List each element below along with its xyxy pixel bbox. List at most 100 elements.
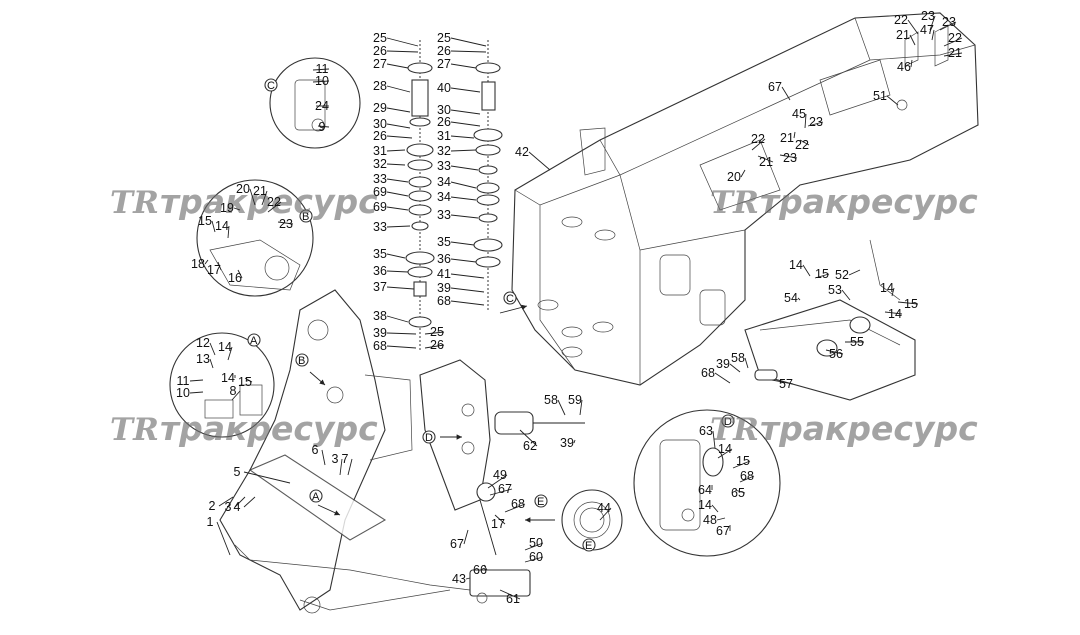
- callout-leader: [217, 261, 222, 271]
- part-number-label: 4: [234, 500, 241, 514]
- part-number-label: 14: [718, 442, 732, 456]
- part-number-label: 10: [315, 74, 329, 88]
- watermark-3: TR тракресурс: [110, 409, 378, 448]
- callout-leader: [943, 37, 963, 47]
- callout-leader: [386, 123, 411, 129]
- callout-leader: [499, 589, 521, 600]
- watermark-text: тракресурс: [760, 409, 978, 448]
- callout-leader: [909, 34, 916, 46]
- callout-leader: [450, 300, 485, 306]
- callout-leader: [450, 273, 485, 279]
- part-number-label: 15: [815, 267, 829, 281]
- part-number-label: 21: [780, 131, 794, 145]
- part-number-label: 39: [716, 357, 730, 371]
- callout-leader: [244, 377, 253, 383]
- callout-leader: [771, 379, 794, 385]
- callout-leader: [739, 475, 755, 483]
- part-number-label: 36: [373, 264, 387, 278]
- callout-leader: [386, 50, 419, 53]
- callout-leader: [211, 220, 216, 233]
- part-number-label: 36: [437, 252, 451, 266]
- callout-leader: [528, 151, 551, 171]
- detail-marker-e-circle: E: [582, 538, 596, 552]
- part-number-label: 50: [529, 536, 543, 550]
- callout-leader: [231, 390, 241, 401]
- part-number-label: 27: [373, 57, 387, 71]
- callout-leader: [386, 286, 415, 290]
- part-number-label: 39: [373, 326, 387, 340]
- callout-leader: [487, 474, 508, 489]
- part-number-label: 34: [437, 190, 451, 204]
- part-number-label: 11: [177, 374, 190, 388]
- part-number-label: 69: [373, 185, 387, 199]
- part-number-label: 26: [437, 115, 451, 129]
- part-number-label: 18: [191, 257, 205, 271]
- part-number-label: 33: [373, 220, 387, 234]
- callout-leader: [814, 273, 830, 279]
- callout-leader: [424, 344, 445, 349]
- detail-letter-e-circle: E: [585, 540, 592, 552]
- part-number-label: 29: [373, 101, 387, 115]
- watermark-text: тракресурс: [160, 182, 378, 221]
- part-number-label: 42: [515, 145, 529, 159]
- callout-leader: [347, 458, 353, 476]
- part-number-label: 67: [450, 537, 464, 551]
- part-number-label: 15: [904, 297, 918, 311]
- part-number-label: 19: [220, 201, 234, 215]
- part-number-label: 25: [373, 31, 387, 45]
- callout-leader: [234, 496, 246, 508]
- part-number-label: 14: [221, 371, 235, 385]
- part-number-label: 26: [437, 44, 451, 58]
- part-number-label: 30: [437, 103, 451, 117]
- part-number-label: 51: [873, 89, 887, 103]
- callout-leader: [386, 332, 417, 335]
- callout-leader: [386, 270, 409, 273]
- part-number-label: 8: [230, 384, 237, 398]
- part-number-label: 21: [896, 28, 910, 42]
- part-number-label: 69: [373, 200, 387, 214]
- part-number-label: 41: [437, 267, 451, 281]
- part-number-label: 27: [437, 57, 451, 71]
- callout-leader: [209, 358, 214, 369]
- callout-leader: [249, 188, 256, 206]
- part-number-label: 33: [437, 208, 451, 222]
- part-number-label: 46: [897, 60, 911, 74]
- callout-leader: [386, 63, 409, 69]
- part-number-label: 48: [703, 513, 717, 527]
- detail-letter-e: E: [537, 496, 544, 508]
- detail-marker-c-frame: C: [503, 291, 517, 305]
- callout-leader: [450, 87, 481, 93]
- callout-leader: [450, 165, 479, 171]
- callout-leader: [717, 448, 733, 459]
- part-number-label: 32: [437, 144, 451, 158]
- callout-leader: [807, 121, 824, 127]
- callout-leader: [494, 514, 506, 525]
- callout-leader: [267, 201, 282, 213]
- part-number-label: 33: [373, 172, 387, 186]
- part-number-label: 30: [373, 117, 387, 131]
- detail-letter-d-circle: D: [724, 416, 732, 428]
- callout-leader: [386, 37, 419, 47]
- callout-leader: [237, 269, 243, 279]
- callout-leader: [907, 19, 919, 35]
- part-callouts: 2526272829302631323369693335363738396825…: [176, 9, 963, 606]
- part-number-label: 32: [373, 157, 387, 171]
- part-number-label: 47: [920, 23, 934, 37]
- part-number-label: 22: [894, 13, 908, 27]
- callout-leader: [714, 372, 731, 384]
- callout-leader: [450, 149, 477, 152]
- callout-leader: [848, 269, 861, 276]
- part-number-label: 17: [207, 263, 221, 277]
- axle-support-drawing: [744, 239, 916, 401]
- part-number-label: 3: [332, 452, 339, 466]
- callout-leader: [825, 349, 844, 355]
- part-number-label: 34: [437, 175, 451, 189]
- watermark-logo: TR: [110, 185, 159, 221]
- callout-leader: [884, 311, 903, 315]
- callout-leader: [261, 190, 268, 206]
- detail-letter-c-frame: C: [506, 293, 514, 305]
- part-number-label: 37: [373, 280, 387, 294]
- callout-leader: [740, 169, 746, 178]
- callout-leader: [450, 181, 477, 189]
- detail-letter-b: B: [302, 211, 309, 223]
